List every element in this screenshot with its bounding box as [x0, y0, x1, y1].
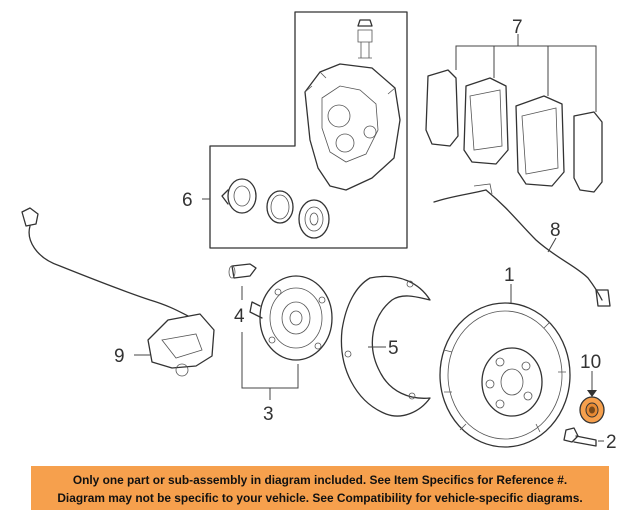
disclaimer-banner: Only one part or sub-assembly in diagram… [31, 466, 609, 510]
disclaimer-line-1: Only one part or sub-assembly in diagram… [72, 473, 568, 487]
callout-4: 4 [234, 306, 245, 327]
wheel-stud [228, 263, 257, 279]
callout-6: 6 [182, 190, 193, 211]
brake-rotor [439, 302, 571, 448]
caliper-piston [221, 178, 257, 214]
callout-3: 3 [263, 404, 274, 425]
dust-boot [298, 199, 330, 239]
piston-seal [266, 190, 294, 224]
pad-wear-sensor [433, 183, 611, 307]
callout-9: 9 [114, 346, 125, 367]
splash-shield [340, 275, 431, 417]
lug-nut-highlighted [579, 396, 605, 424]
hub-bearing-assembly [249, 275, 333, 361]
disclaimer-line-2: Diagram may not be specific to your vehi… [57, 491, 583, 505]
callout-10: 10 [580, 352, 601, 373]
brake-pad-set [425, 69, 603, 193]
mounting-bolt [563, 427, 597, 447]
callout-8: 8 [550, 220, 561, 241]
callout-2: 2 [606, 432, 617, 453]
callout-1: 1 [504, 265, 515, 286]
caliper-assembly [304, 19, 401, 191]
caliper-kit-box [209, 11, 408, 249]
callout-7: 7 [512, 17, 523, 38]
abs-wheel-speed-sensor [21, 207, 215, 377]
callout-5: 5 [388, 338, 399, 359]
